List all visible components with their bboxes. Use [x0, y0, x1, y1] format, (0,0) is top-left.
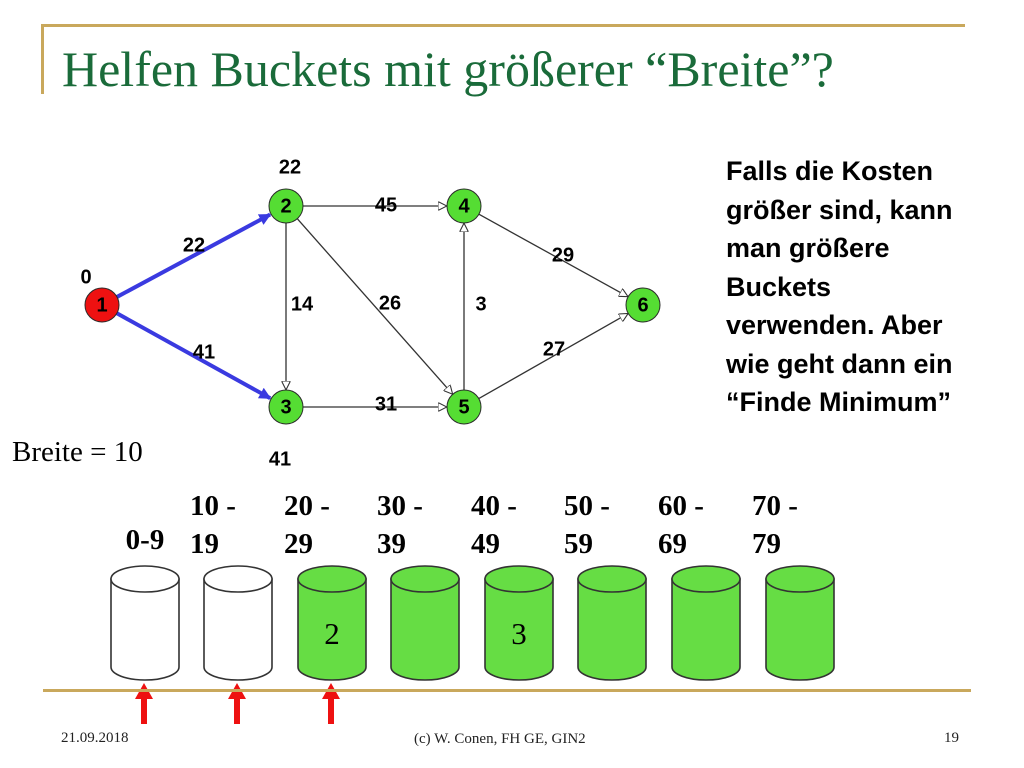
footer-line — [43, 689, 971, 692]
edge-weight-2-3: 14 — [291, 293, 314, 315]
bucket-rim — [765, 565, 835, 593]
bucket-range-label: 50 - — [564, 490, 610, 522]
edge-weight-4-6: 29 — [552, 244, 574, 266]
frame-top-line — [41, 24, 965, 27]
bucket-body — [577, 578, 647, 681]
node-5 — [446, 389, 482, 425]
node-label-4: 4 — [458, 195, 470, 217]
node-distance-1: 0 — [80, 266, 91, 288]
bucket-range-label-end: 59 — [564, 528, 593, 560]
bucket-range-label: 60 - — [658, 490, 704, 522]
edge-weight-3-5: 31 — [375, 393, 397, 415]
bucket-body — [671, 578, 741, 681]
node-label-5: 5 — [458, 396, 469, 418]
edge-1-3 — [115, 311, 272, 401]
bucket-content: 2 — [324, 616, 340, 651]
node-label-6: 6 — [637, 294, 648, 316]
bucket-5: 50 - 59 — [564, 490, 647, 681]
bucket-body — [484, 578, 554, 681]
bucket-range-label: 70 - — [752, 490, 798, 522]
node-distance-3: 41 — [269, 448, 291, 470]
node-label-3: 3 — [280, 396, 291, 418]
bucket-pointer-arrow-icon — [135, 683, 153, 724]
slide-title: Helfen Buckets mit größerer “Breite”? — [62, 41, 834, 97]
bucket-range-label-end: 29 — [284, 528, 313, 560]
node-3 — [268, 389, 304, 425]
footer-page-number: 19 — [944, 730, 959, 746]
edge-weight-5-4: 3 — [475, 293, 486, 315]
bucket-7: 70 - 79 — [752, 490, 835, 681]
bucket-range-label-end: 79 — [752, 528, 781, 560]
bucket-range-label: 20 - — [284, 490, 330, 522]
bucket-range-label-end: 39 — [377, 528, 406, 560]
bucket-body — [110, 578, 180, 681]
bucket-2: 20 - 29 2 — [284, 490, 367, 681]
bucket-rim — [390, 565, 460, 593]
bucket-range-label: 10 - — [190, 490, 236, 522]
edge-1-2 — [116, 212, 272, 299]
bucket-pointer-arrow-icon — [228, 683, 246, 724]
edge-weight-2-5: 26 — [379, 292, 401, 314]
node-distance-2: 22 — [279, 156, 301, 178]
edge-weight-5-6: 27 — [543, 338, 565, 360]
edge-weight-1-3: 41 — [193, 341, 215, 363]
bucket-range-label-end: 49 — [471, 528, 500, 560]
bucket-4: 40 - 49 3 — [471, 490, 554, 681]
bucket-range-label: 40 - — [471, 490, 517, 522]
bucket-range-label-end: 69 — [658, 528, 687, 560]
bucket-range-label-end: 19 — [190, 528, 219, 560]
bucket-rim — [484, 565, 554, 593]
bucket-body — [297, 578, 367, 681]
bucket-range-label: 0-9 — [126, 524, 165, 556]
bucket-6: 60 - 69 — [658, 490, 741, 681]
node-4 — [446, 188, 482, 224]
node-2 — [268, 188, 304, 224]
edge-5-6 — [478, 314, 628, 400]
frame-left-line — [41, 26, 44, 94]
bucket-rim — [110, 565, 180, 593]
bucket-body — [390, 578, 460, 681]
bucket-pointer-arrow-icon — [322, 683, 340, 724]
bucket-rim — [297, 565, 367, 593]
edge-weight-1-2: 22 — [183, 234, 205, 256]
bucket-body — [203, 578, 273, 681]
edge-4-6 — [478, 213, 627, 296]
footer-credit: (c) W. Conen, FH GE, GIN2 — [414, 731, 586, 747]
bucket-rim — [577, 565, 647, 593]
bucket-1: 10 - 19 — [190, 490, 273, 681]
bucket-rim — [671, 565, 741, 593]
bucket-range-label: 30 - — [377, 490, 423, 522]
node-label-2: 2 — [280, 195, 291, 217]
bucket-0: 0-9 — [110, 524, 180, 681]
side-explanation-text: Falls die Kosten größer sind, kann man g… — [726, 156, 953, 417]
bucket-3: 30 - 39 — [377, 490, 460, 681]
footer-date: 21.09.2018 — [61, 730, 129, 746]
edge-2-5 — [296, 218, 452, 394]
node-label-1: 1 — [96, 294, 107, 316]
bucket-rim — [203, 565, 273, 593]
node-6 — [625, 287, 661, 323]
edge-weight-2-4: 45 — [375, 194, 397, 216]
bucket-body — [765, 578, 835, 681]
bucket-content: 3 — [511, 616, 527, 651]
bucket-width-label: Breite = 10 — [12, 436, 143, 468]
node-1 — [84, 287, 120, 323]
